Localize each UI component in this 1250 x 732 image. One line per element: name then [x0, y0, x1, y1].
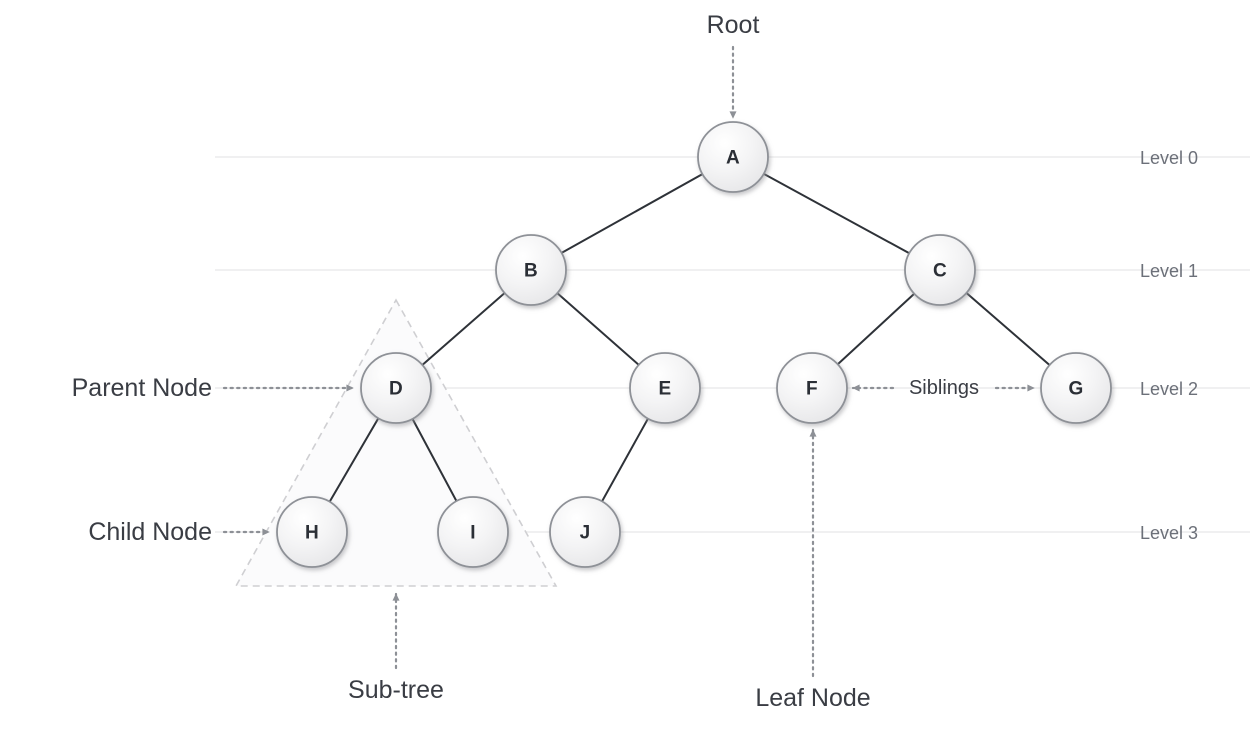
level-label-0: Level 0 — [1140, 148, 1198, 168]
siblings-annotation-label: Siblings — [909, 377, 979, 399]
node-label-c: C — [933, 261, 947, 282]
node-label-h: H — [305, 523, 319, 544]
level-label-1: Level 1 — [1140, 261, 1198, 281]
node-label-e: E — [659, 379, 672, 400]
edge-a-c — [732, 156, 941, 271]
node-label-j: J — [580, 523, 591, 544]
node-circle-a[interactable] — [697, 121, 769, 193]
node-label-f: F — [806, 379, 818, 400]
node-circle-e[interactable] — [629, 352, 701, 424]
node-label-g: G — [1068, 379, 1083, 400]
node-label-a: A — [726, 148, 740, 169]
annotation-arrows — [222, 45, 1036, 678]
parent-node-annotation-label: Parent Node — [72, 374, 212, 402]
node-circle-f[interactable] — [776, 352, 848, 424]
child-node-annotation-label: Child Node — [88, 518, 212, 546]
root-annotation-label: Root — [707, 11, 760, 39]
leaf-node-annotation-label: Leaf Node — [755, 684, 870, 712]
node-circle-h[interactable] — [276, 496, 348, 568]
tree-node-c[interactable]: C — [904, 234, 976, 306]
node-label-d: D — [389, 379, 403, 400]
node-circle-b[interactable] — [495, 234, 567, 306]
sub-tree-annotation-label: Sub-tree — [348, 676, 444, 704]
tree-node-h[interactable]: H — [276, 496, 348, 568]
node-label-i: I — [470, 523, 476, 544]
tree-node-g[interactable]: G — [1040, 352, 1112, 424]
tree-node-i[interactable]: I — [437, 496, 509, 568]
annotation-labels: Root Parent Node Child Node Siblings Sub… — [72, 11, 979, 712]
tree-node-j[interactable]: J — [549, 496, 621, 568]
node-circle-j[interactable] — [549, 496, 621, 568]
node-circle-d[interactable] — [360, 352, 432, 424]
level-labels: Level 0 Level 1 Level 2 Level 3 — [1140, 148, 1198, 543]
tree-node-f[interactable]: F — [776, 352, 848, 424]
tree-node-a[interactable]: A — [697, 121, 769, 193]
tree-nodes: A B C D E F G — [276, 121, 1112, 568]
tree-node-d[interactable]: D — [360, 352, 432, 424]
edge-a-b — [530, 156, 734, 271]
node-circle-c[interactable] — [904, 234, 976, 306]
level-label-2: Level 2 — [1140, 379, 1198, 399]
tree-node-b[interactable]: B — [495, 234, 567, 306]
level-label-3: Level 3 — [1140, 523, 1198, 543]
node-circle-i[interactable] — [437, 496, 509, 568]
tree-node-e[interactable]: E — [629, 352, 701, 424]
node-circle-g[interactable] — [1040, 352, 1112, 424]
node-label-b: B — [524, 261, 538, 282]
